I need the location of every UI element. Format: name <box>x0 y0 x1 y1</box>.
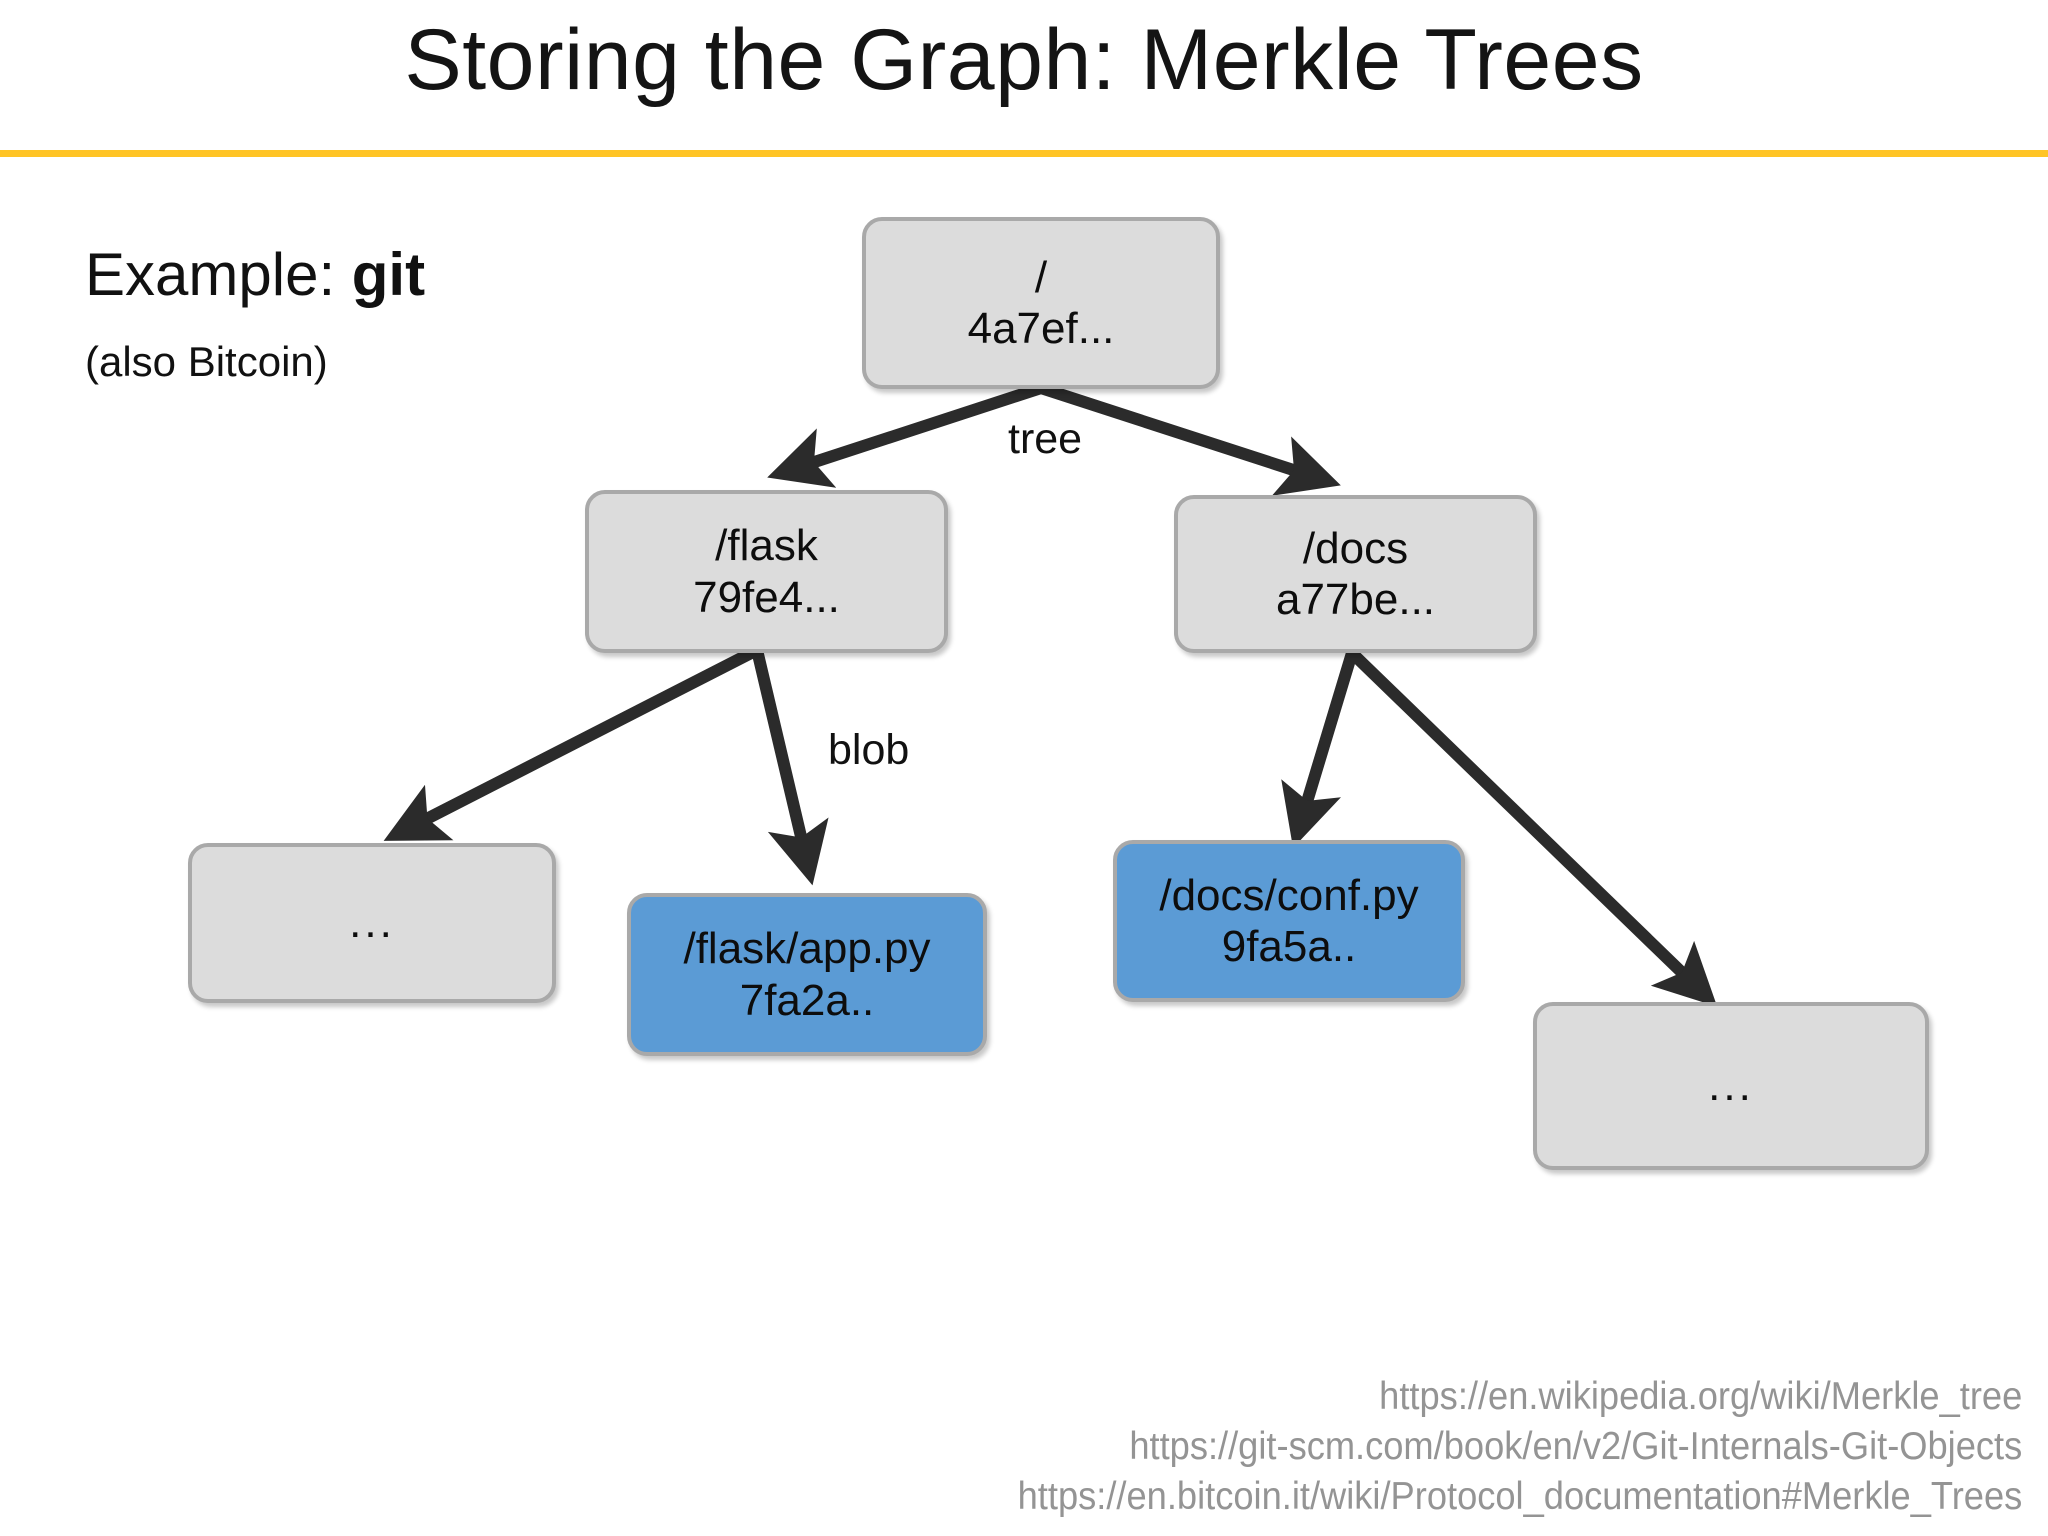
example-heading: Example: git <box>85 243 425 306</box>
example-heading-subject: git <box>351 241 426 308</box>
edge-label-tree: tree <box>1008 415 1083 463</box>
node-root-hash: 4a7ef... <box>967 304 1115 353</box>
node-flask-app-hash: 7fa2a.. <box>739 975 875 1025</box>
title-divider-rule <box>0 150 2048 157</box>
node-flask-ellipsis-label: ... <box>349 898 395 948</box>
source-link-git-scm[interactable]: https://git-scm.com/book/en/v2/Git-Inter… <box>1129 1425 2022 1469</box>
node-docs-conf[interactable]: /docs/conf.py 9fa5a.. <box>1113 840 1465 1002</box>
node-flask[interactable]: /flask 79fe4... <box>585 490 948 653</box>
edge-docs-to-ellipsis <box>1347 648 1718 1007</box>
edge-flask-to-app <box>751 648 829 886</box>
node-docs-path: /docs <box>1302 523 1409 573</box>
source-links: https://en.wikipedia.org/wiki/Merkle_tre… <box>942 1372 2022 1522</box>
node-flask-app-path: /flask/app.py <box>683 924 931 974</box>
edge-docs-to-conf <box>1281 651 1358 848</box>
edge-label-blob: blob <box>828 726 910 774</box>
node-flask-path: /flask <box>715 521 818 571</box>
node-flask-hash: 79fe4... <box>693 572 840 622</box>
source-link-wikipedia[interactable]: https://en.wikipedia.org/wiki/Merkle_tre… <box>1378 1375 2022 1419</box>
node-root-path: / <box>1034 252 1048 302</box>
node-docs-conf-hash: 9fa5a.. <box>1221 922 1357 971</box>
edge-root-to-flask <box>767 382 1043 488</box>
node-flask-app[interactable]: /flask/app.py 7fa2a.. <box>627 893 987 1056</box>
example-subtitle: (also Bitcoin) <box>85 338 328 385</box>
node-docs-conf-path: /docs/conf.py <box>1159 870 1419 920</box>
example-heading-lead: Example: <box>85 241 352 308</box>
node-flask-ellipsis[interactable]: ... <box>188 843 556 1003</box>
edge-flask-to-ellipsis <box>383 644 760 841</box>
node-docs-hash: a77be... <box>1275 575 1436 624</box>
node-docs-ellipsis-label: ... <box>1708 1061 1754 1111</box>
node-root[interactable]: / 4a7ef... <box>862 217 1220 389</box>
node-docs-ellipsis[interactable]: ... <box>1533 1002 1929 1170</box>
source-link-bitcoin-wiki[interactable]: https://en.bitcoin.it/wiki/Protocol_docu… <box>1017 1475 2022 1519</box>
edge-root-to-docs <box>1039 382 1341 496</box>
page-title: Storing the Graph: Merkle Trees <box>404 12 1644 108</box>
node-docs[interactable]: /docs a77be... <box>1174 495 1537 653</box>
